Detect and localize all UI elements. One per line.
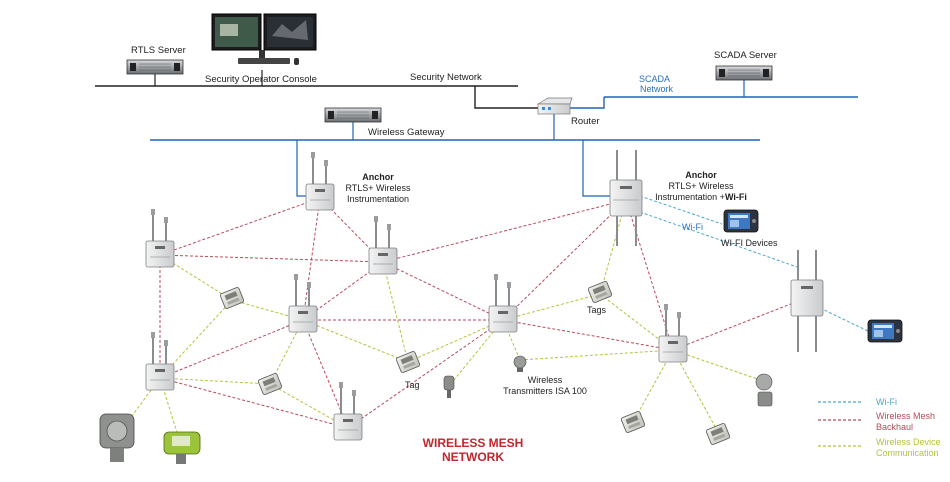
security-operator-console: [211, 13, 317, 65]
legend-mesh-line2: Backhaul: [876, 422, 914, 432]
mesh-title-line1: WIRELESS MESH: [422, 436, 524, 450]
mesh-backhaul-links: [159, 197, 807, 429]
tag-device: [395, 350, 421, 374]
wifi-link-label: Wi-Fi: [682, 222, 703, 232]
rtls-server: [126, 59, 184, 75]
tag-device: [705, 422, 731, 446]
anchor-1-label: Anchor RTLS+ Wireless Instrumentation: [338, 172, 418, 205]
scada-server-label: SCADA Server: [714, 50, 777, 61]
scada-server: [715, 65, 773, 81]
legend-wifi: Wi-Fi: [876, 397, 897, 408]
security-console-label: Security Operator Console: [205, 74, 317, 85]
tags-label: Tags: [587, 305, 607, 315]
wireless-transmitter: [99, 413, 135, 462]
anchor-node-wifi: [609, 150, 643, 246]
scada-network-label-2: Network: [640, 84, 674, 94]
wireless-transmitter: [163, 431, 201, 464]
legend-swatches: [818, 401, 862, 447]
wireless-gateway-device: [324, 107, 382, 123]
anchor-node-rtls: [305, 151, 335, 211]
security-network-line: [95, 70, 540, 109]
mesh-node: [368, 215, 398, 275]
wireless-transmitter: [513, 355, 527, 372]
mesh-node: [488, 273, 518, 333]
transmitters-label: Wireless Transmitters ISA 100: [500, 375, 590, 397]
device-communication-links: [119, 199, 767, 443]
tag-label: Tag: [405, 380, 420, 390]
wireless-transmitter: [755, 373, 773, 407]
tag-device: [587, 280, 613, 304]
mesh-node: [333, 381, 363, 441]
security-network-label: Security Network: [410, 72, 482, 83]
legend-device-line2: Communication: [876, 448, 939, 458]
wifi-links: [639, 195, 871, 333]
tag-device: [620, 410, 646, 434]
anchor-2-line1: RTLS+ Wireless: [668, 181, 734, 191]
mesh-title-line2: NETWORK: [442, 450, 504, 464]
router-label: Router: [571, 116, 600, 127]
anchor-2-line2: Instrumentation +: [655, 192, 725, 202]
anchor-2-title: Anchor: [685, 170, 717, 180]
scada-network-label-1: SCADA: [639, 74, 671, 84]
rtls-server-label: RTLS Server: [131, 45, 186, 56]
anchor-1-line2: Instrumentation: [346, 194, 410, 204]
wifi-access-point: [790, 250, 824, 352]
legend-device-comm: Wireless Device Communication: [876, 437, 941, 459]
legend-mesh-backhaul: Wireless Mesh Backhaul: [876, 411, 935, 433]
wifi-device-tablet: [723, 209, 759, 233]
scada-network-line: [570, 80, 858, 109]
wifi-device-tablet: [867, 319, 903, 343]
tag-device: [257, 372, 283, 396]
router: [536, 97, 573, 115]
anchor-2-label: Anchor RTLS+ Wireless Instrumentation +W…: [653, 170, 749, 203]
anchor-2-wifi: Wi-Fi: [724, 192, 747, 202]
mesh-node: [658, 303, 688, 363]
wireless-transmitter: [443, 375, 455, 398]
transmitters-line2: Transmitters ISA 100: [503, 386, 587, 396]
mesh-node: [288, 273, 318, 333]
wifi-devices-label: WI-FI Devices: [721, 238, 778, 248]
wireless-mesh-title: WIRELESS MESH NETWORK: [418, 436, 528, 464]
legend-device-line1: Wireless Device: [876, 437, 941, 447]
legend-mesh-line1: Wireless Mesh: [876, 411, 936, 421]
anchor-1-line1: RTLS+ Wireless: [345, 183, 411, 193]
transmitters-line1: Wireless: [527, 375, 563, 385]
tag-device: [219, 286, 245, 310]
anchor-1-title: Anchor: [362, 172, 394, 182]
wireless-gateway-label: Wireless Gateway: [368, 127, 445, 138]
mesh-node: [145, 208, 175, 268]
legend-wifi-text: Wi-Fi: [876, 397, 897, 407]
